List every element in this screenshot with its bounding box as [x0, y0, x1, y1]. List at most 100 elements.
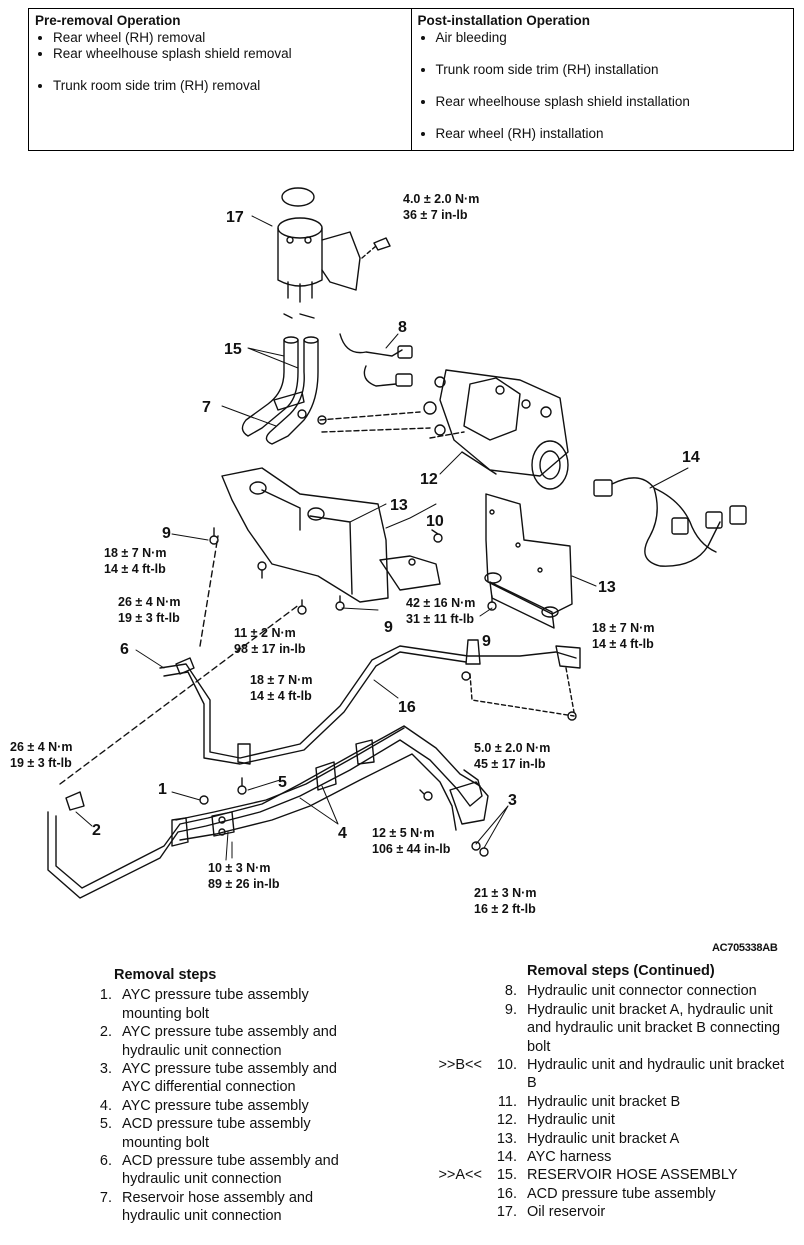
acd-pressure-tube-part — [159, 639, 581, 765]
hydraulic-unit-diagram: 17 8 15 7 12 14 13 10 9 13 9 9 6 16 1 5 … — [10, 187, 747, 916]
step-mark — [26, 1060, 90, 1097]
torque-spec: 26 ± 4 N·m — [10, 740, 72, 754]
step-number: 10. — [496, 1057, 517, 1074]
post-installation-item: Rear wheel (RH) installation — [436, 126, 788, 142]
torque-spec: 26 ± 4 N·m — [118, 595, 180, 609]
step-mark: >>B<< — [438, 1057, 482, 1074]
step-mark — [424, 1130, 488, 1148]
removal-steps-right: Removal steps (Continued) 8. Hydraulic un… — [424, 962, 794, 1222]
post-installation-cell: Post-installation Operation Air bleeding… — [410, 8, 794, 151]
pre-removal-item: Rear wheelhouse splash shield removal — [53, 46, 405, 62]
torque-spec: 14 ± 4 ft-lb — [104, 562, 166, 576]
callout-17: 17 — [226, 209, 244, 226]
callout-14: 14 — [682, 449, 700, 466]
step-row: 4. AYC pressure tube assembly — [26, 1097, 356, 1115]
step-row: 7.Reservoir hose assembly and hydraulic … — [26, 1189, 356, 1226]
step-text: Hydraulic unit bracket A — [527, 1130, 680, 1147]
step-number: 4. — [99, 1097, 112, 1114]
step-number: 15. — [496, 1167, 517, 1184]
step-mark — [424, 1203, 488, 1221]
step-mark — [424, 982, 488, 1000]
step-row: 17.Oil reservoir — [424, 1203, 794, 1221]
step-number: 6. — [99, 1153, 112, 1170]
step-text: AYC pressure tube assembly — [122, 1097, 309, 1114]
callout-6: 6 — [120, 641, 129, 658]
callout-7: 7 — [202, 399, 211, 416]
torque-spec: 18 ± 7 N·m — [104, 546, 166, 560]
torque-spec: 12 ± 5 N·m — [372, 826, 434, 840]
callout-3: 3 — [508, 792, 517, 809]
step-mark — [424, 1093, 488, 1111]
step-number: 5. — [99, 1116, 112, 1133]
ayc-harness-part — [593, 477, 747, 567]
torque-spec: 45 ± 17 in-lb — [474, 757, 546, 771]
torque-spec: 18 ± 7 N·m — [592, 621, 654, 635]
torque-spec: 98 ± 17 in-lb — [234, 642, 306, 656]
step-text: AYC pressure tube assembly and AYC diffe… — [122, 1061, 337, 1096]
leader-lines — [75, 215, 689, 861]
step-number: 8. — [504, 983, 517, 1000]
step-row: 12.Hydraulic unit — [424, 1111, 794, 1129]
operations-table: Pre-removal Operation Rear wheel (RH) re… — [28, 8, 794, 151]
step-row: >>B<< 10. Hydraulic unit and hydraulic uni… — [424, 1056, 794, 1093]
callout-1: 1 — [158, 781, 167, 798]
callout-9: 9 — [162, 525, 171, 542]
ayc-pressure-tube-part — [47, 535, 489, 899]
hydraulic-unit-part — [319, 369, 569, 490]
step-text: Hydraulic unit and hydraulic unit bracke… — [527, 1057, 785, 1092]
step-row: 5. ACD pressure tube assembly mounting bo… — [26, 1115, 356, 1152]
step-row: 3.AYC pressure tube assembly and AYC dif… — [26, 1060, 356, 1097]
callout-12: 12 — [420, 471, 438, 488]
callout-11: 13 — [390, 497, 408, 514]
torque-spec: 16 ± 2 ft-lb — [474, 902, 536, 916]
step-text: Hydraulic unit — [527, 1112, 615, 1129]
step-row: 8. Hydraulic unit connector connection — [424, 982, 794, 1000]
pre-removal-cell: Pre-removal Operation Rear wheel (RH) re… — [28, 8, 412, 151]
step-number: 11. — [497, 1093, 517, 1110]
step-mark — [424, 1001, 488, 1056]
step-mark — [26, 1189, 90, 1226]
step-row: 2.AYC pressure tube assembly and hydraul… — [26, 1023, 356, 1060]
torque-spec: 14 ± 4 ft-lb — [592, 637, 654, 651]
oil-reservoir-part — [277, 187, 391, 303]
reservoir-hose-part — [241, 313, 319, 445]
step-number: 13. — [496, 1130, 517, 1147]
post-installation-item: Trunk room side trim (RH) installation — [436, 62, 788, 78]
pre-removal-item: Trunk room side trim (RH) removal — [53, 78, 405, 94]
step-text: Reservoir hose assembly and hydraulic un… — [122, 1189, 314, 1225]
torque-spec: 18 ± 7 N·m — [250, 673, 312, 687]
callout-labels: 17 8 15 7 12 14 13 10 9 13 9 9 6 16 1 5 … — [92, 209, 700, 842]
step-mark — [26, 986, 90, 1023]
post-installation-item: Air bleeding — [436, 30, 788, 46]
removal-steps-left: Removal steps 1.AYC pressure tube assemb… — [26, 966, 356, 1226]
step-row: 6.ACD pressure tube assembly and hydraul… — [26, 1152, 356, 1189]
pre-removal-title: Pre-removal Operation — [35, 13, 181, 28]
torque-spec: 4.0 ± 2.0 N·m — [403, 192, 479, 206]
torque-spec: 21 ± 3 N·m — [474, 886, 536, 900]
step-text: ACD pressure tube assembly mounting bolt — [122, 1116, 311, 1151]
step-number: 14. — [496, 1149, 517, 1166]
callout-13: 13 — [598, 579, 616, 596]
removal-steps-continued-title: Removal steps (Continued) — [527, 963, 715, 979]
step-mark — [424, 1111, 488, 1129]
step-row: 11. Hydraulic unit bracket B — [424, 1093, 794, 1111]
torque-spec: 42 ± 16 N·m — [406, 596, 475, 610]
torque-spec: 19 ± 3 ft-lb — [10, 756, 72, 770]
bracket-b-part — [221, 467, 441, 603]
step-text: ACD pressure tube assembly — [527, 1185, 716, 1202]
step-text: Hydraulic unit bracket B — [527, 1093, 681, 1110]
torque-spec: 89 ± 26 in-lb — [208, 877, 280, 891]
step-text: Hydraulic unit connector connection — [527, 983, 757, 1000]
bolts — [199, 409, 577, 857]
torque-spec: 11 ± 2 N·m — [234, 626, 296, 640]
step-mark: >>A<< — [438, 1167, 482, 1184]
step-mark — [26, 1097, 90, 1115]
callout-5: 5 — [278, 774, 287, 791]
post-installation-title: Post-installation Operation — [417, 13, 591, 28]
figure-code: AC705338AB — [712, 942, 778, 954]
step-row: 9.Hydraulic unit bracket A, hydraulic un… — [424, 1001, 794, 1056]
torque-spec: 10 ± 3 N·m — [208, 861, 270, 875]
step-mark — [424, 1185, 488, 1203]
callout-16: 16 — [398, 699, 416, 716]
step-row: 16.ACD pressure tube assembly — [424, 1185, 794, 1203]
